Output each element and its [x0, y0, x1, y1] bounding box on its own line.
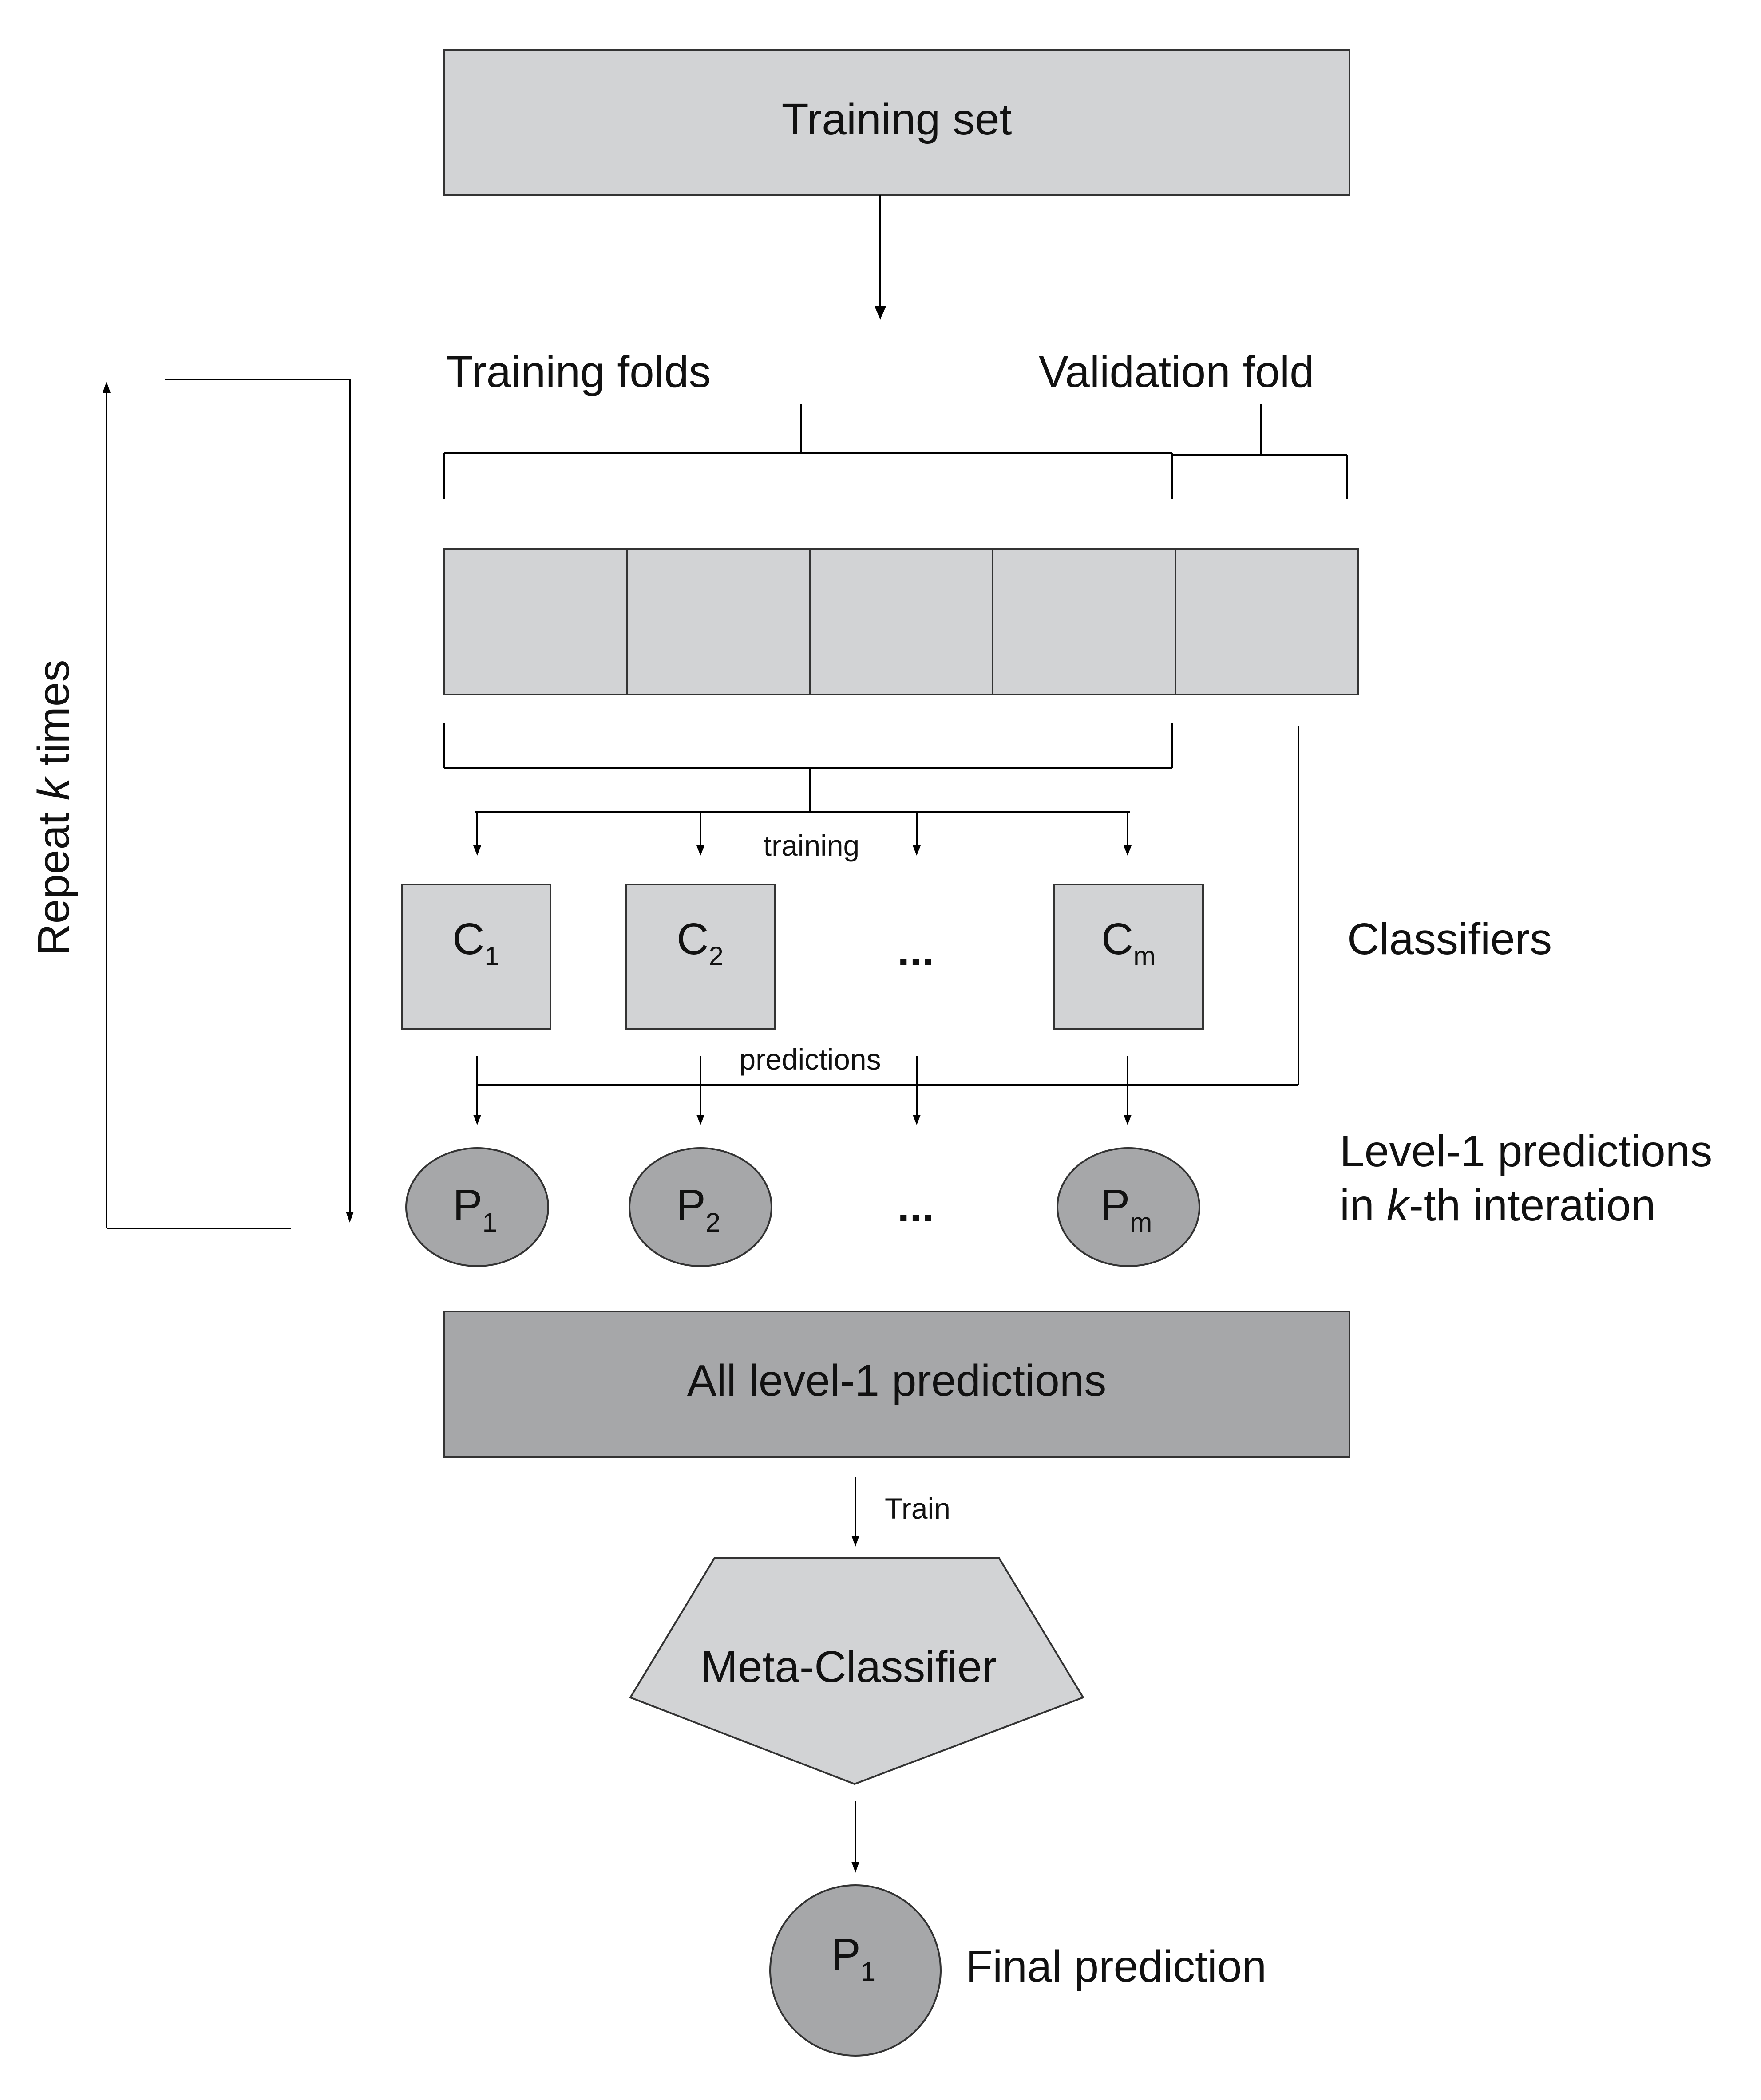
fold-validation [1175, 548, 1359, 695]
fold-2 [626, 548, 811, 695]
prediction-label-1: P1 [453, 1180, 497, 1237]
prediction-arrows [473, 1056, 1132, 1125]
level1-line1: Level-1 predictions [1340, 1126, 1712, 1176]
training-arrows-label: training [764, 829, 859, 862]
meta-classifier-label: Meta-Classifier [701, 1642, 997, 1692]
level1-line2: in k-th interation [1340, 1180, 1655, 1230]
meta-classifier-shape [629, 1557, 1084, 1785]
predictions-arrows-label: predictions [739, 1043, 881, 1076]
prediction-ellipse-1 [405, 1147, 549, 1267]
classifier-box-2 [625, 884, 776, 1030]
classifier-label-1: C1 [452, 914, 499, 971]
final-prediction-circle [769, 1884, 942, 2057]
classifier-label-m: Cm [1101, 914, 1156, 971]
classifier-box-1 [401, 884, 551, 1030]
final-prediction-symbol: P1 [831, 1930, 875, 1986]
train-label: Train [885, 1492, 950, 1525]
top-brackets [443, 404, 1348, 499]
final-arrowhead [851, 1862, 859, 1873]
predictions-ellipsis: ... [897, 1181, 934, 1231]
fold-1 [443, 548, 628, 695]
fold-3 [809, 548, 993, 695]
classifiers-label: Classifiers [1347, 914, 1552, 964]
classifier-box-m [1053, 884, 1204, 1030]
training-arrows [473, 812, 1132, 856]
final-prediction-label: Final prediction [966, 1942, 1266, 1991]
level1-label: Level-1 predictions in k-th interation [1340, 1126, 1725, 1230]
all-level1-box [443, 1311, 1350, 1458]
repeat-loop [103, 379, 354, 1229]
training-set-box [443, 49, 1350, 196]
fold-4 [992, 548, 1176, 695]
classifier-label-2: C2 [677, 914, 724, 971]
repeat-label: Repeat k times [29, 660, 79, 956]
training-set-label: Training set [782, 95, 1012, 144]
folds-row [443, 548, 1359, 695]
prediction-ellipse-m [1057, 1147, 1200, 1267]
validation-feed-line [477, 726, 1299, 1086]
all-level1-label: All level-1 predictions [687, 1356, 1107, 1405]
training-folds-label: Training folds [446, 347, 711, 397]
training-set-arrowhead [875, 306, 886, 320]
training-folds-bracket [443, 723, 1173, 813]
classifiers-ellipsis: ... [897, 925, 934, 975]
prediction-ellipse-2 [629, 1147, 772, 1267]
prediction-label-m: Pm [1100, 1180, 1152, 1237]
train-arrowhead [851, 1536, 859, 1547]
validation-fold-label: Validation fold [1039, 347, 1314, 397]
prediction-label-2: P2 [676, 1180, 720, 1237]
